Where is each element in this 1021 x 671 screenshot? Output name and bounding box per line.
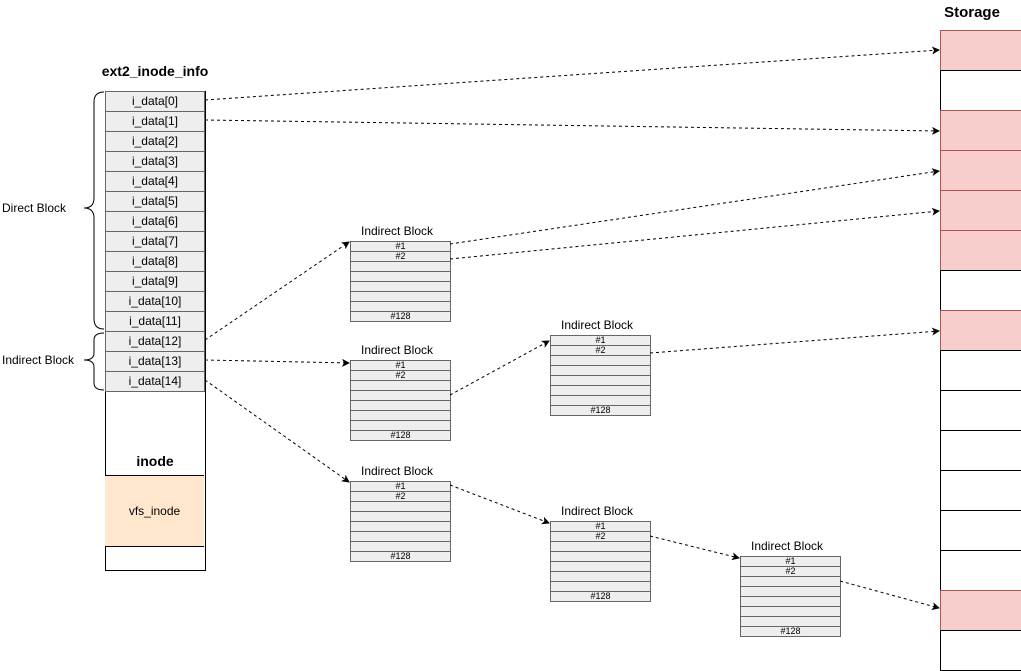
arrow-idata1-storage bbox=[204, 119, 940, 135]
arrow-idata14-indirect bbox=[204, 379, 350, 483]
storage-block bbox=[940, 550, 1021, 591]
arrow-single-1-storage bbox=[449, 168, 940, 245]
indirect-block-title: Indirect Block bbox=[360, 464, 434, 478]
direct-brace-icon bbox=[83, 91, 105, 330]
arrow-single-2-storage bbox=[449, 207, 940, 260]
i-data-row: i_data[1] bbox=[105, 111, 205, 132]
arrow-triple-l1-l2 bbox=[449, 484, 550, 525]
i-data-row: i_data[4] bbox=[105, 171, 205, 192]
indirect-brace-icon bbox=[83, 332, 105, 391]
pointer-row: #128 bbox=[740, 626, 841, 637]
i-data-row: i_data[10] bbox=[105, 291, 205, 312]
storage-block bbox=[940, 270, 1021, 311]
arrow-idata0-storage bbox=[204, 46, 940, 101]
i-data-row: i_data[9] bbox=[105, 271, 205, 292]
storage-block bbox=[940, 630, 1021, 671]
arrow-triple-l3-storage bbox=[839, 580, 940, 611]
indirect-block-title: Indirect Block bbox=[360, 224, 434, 238]
indirect-block-title: Indirect Block bbox=[560, 504, 634, 518]
arrow-triple-l2-l3 bbox=[649, 535, 740, 561]
pointer-row: #128 bbox=[350, 430, 451, 441]
storage-block bbox=[940, 350, 1021, 391]
pointer-row: #128 bbox=[350, 551, 451, 562]
i-data-row: i_data[6] bbox=[105, 211, 205, 232]
arrow-double-l1-l2 bbox=[449, 340, 550, 396]
pointer-row: #128 bbox=[550, 591, 651, 602]
storage-block bbox=[940, 70, 1021, 111]
storage-block-used bbox=[940, 150, 1021, 191]
storage-block-used bbox=[940, 590, 1021, 631]
arrow-idata13-indirect bbox=[204, 358, 350, 367]
storage-block-used bbox=[940, 310, 1021, 351]
vfs-inode-field: vfs_inode bbox=[105, 475, 204, 547]
pointer-row: #128 bbox=[550, 405, 651, 416]
inode-label: inode bbox=[136, 453, 174, 469]
i-data-row: i_data[8] bbox=[105, 251, 205, 272]
i-data-row: i_data[14] bbox=[105, 371, 205, 392]
arrow-double-l2-storage bbox=[649, 327, 940, 354]
arrow-idata12-indirect bbox=[204, 241, 350, 341]
storage-title: Storage bbox=[944, 4, 1000, 21]
pointer-row: #128 bbox=[350, 311, 451, 322]
direct-block-label: Direct Block bbox=[2, 201, 67, 215]
i-data-row: i_data[5] bbox=[105, 191, 205, 212]
storage-block-used bbox=[940, 190, 1021, 231]
indirect-block-label: Indirect Block bbox=[2, 353, 75, 367]
indirect-block-title: Indirect Block bbox=[360, 343, 434, 357]
i-data-row: i_data[12] bbox=[105, 331, 205, 352]
indirect-block-title: Indirect Block bbox=[560, 318, 634, 332]
indirect-block-title: Indirect Block bbox=[750, 539, 824, 553]
ext2-inode-info-title: ext2_inode_info bbox=[101, 63, 209, 79]
